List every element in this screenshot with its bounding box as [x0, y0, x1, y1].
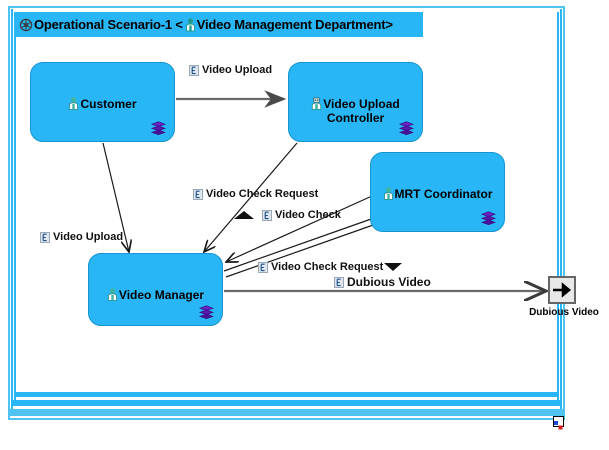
diagram-title-bar[interactable]: Operational Scenario-1 < Video Managemen…	[14, 12, 423, 37]
frame-bottom-bar-2	[11, 400, 562, 406]
node-video-upload-controller[interactable]: Video Upload Controller	[288, 62, 423, 142]
exchange-icon	[262, 209, 272, 221]
edge-label-text: Video Check Request	[271, 261, 384, 273]
actor-icon	[185, 17, 196, 32]
page-title-prefix: Operational Scenario-1 <	[34, 17, 183, 32]
node-video-upload-controller-label: Video Upload Controller	[323, 97, 400, 125]
system-actor-icon	[311, 83, 322, 110]
edge-label-video-upload-left[interactable]: Video Upload	[40, 231, 123, 243]
scenario-icon	[19, 18, 33, 32]
node-customer[interactable]: Customer	[30, 62, 175, 142]
node-mrt-coordinator-title: MRT Coordinator	[371, 159, 504, 201]
node-mrt-coordinator[interactable]: MRT Coordinator	[370, 152, 505, 232]
edge-label-text: Dubious Video	[347, 275, 431, 289]
block-stack-icon	[480, 211, 497, 225]
node-video-manager[interactable]: Video Manager	[88, 253, 223, 326]
node-video-manager-title: Video Manager	[89, 260, 222, 302]
actor-icon	[107, 274, 118, 301]
edge-label-video-upload-top[interactable]: Video Upload	[189, 64, 272, 76]
actor-icon	[68, 83, 79, 110]
exchange-icon	[40, 231, 50, 243]
exit-arrow-icon	[553, 282, 572, 298]
exit-port-label: Dubious Video	[529, 307, 599, 318]
frame-bottom-bar-1	[14, 392, 559, 397]
edge-label-text: Video Upload	[53, 231, 124, 243]
actor-icon	[383, 173, 394, 200]
node-video-manager-label: Video Manager	[118, 288, 205, 302]
node-mrt-coordinator-label: MRT Coordinator	[394, 187, 493, 201]
exchange-icon	[334, 276, 344, 288]
edge-label-video-check-request-lower[interactable]: Video Check Request	[258, 261, 383, 273]
block-stack-icon	[198, 305, 215, 319]
page-title-context: Video Management Department>	[196, 17, 393, 32]
exchange-icon	[189, 64, 199, 76]
exchange-icon	[193, 188, 203, 200]
exchange-icon	[258, 261, 268, 273]
node-customer-label: Customer	[80, 97, 137, 111]
node-video-upload-controller-title: Video Upload Controller	[289, 69, 422, 125]
edge-label-text: Video Check Request	[206, 188, 319, 200]
edge-label-video-check[interactable]: Video Check	[262, 209, 341, 221]
edge-label-text: Video Upload	[202, 64, 273, 76]
exit-port-dubious-video[interactable]	[548, 276, 576, 304]
edge-label-dubious-video[interactable]: Dubious Video	[334, 275, 431, 289]
block-stack-icon	[150, 121, 167, 135]
frame-bottom-bar-3	[8, 409, 565, 416]
edge-label-video-check-request-upper[interactable]: Video Check Request	[193, 188, 318, 200]
resize-handle[interactable]	[553, 416, 564, 430]
block-stack-icon	[398, 121, 415, 135]
edge-label-text: Video Check	[275, 209, 341, 221]
node-customer-title: Customer	[31, 69, 174, 111]
